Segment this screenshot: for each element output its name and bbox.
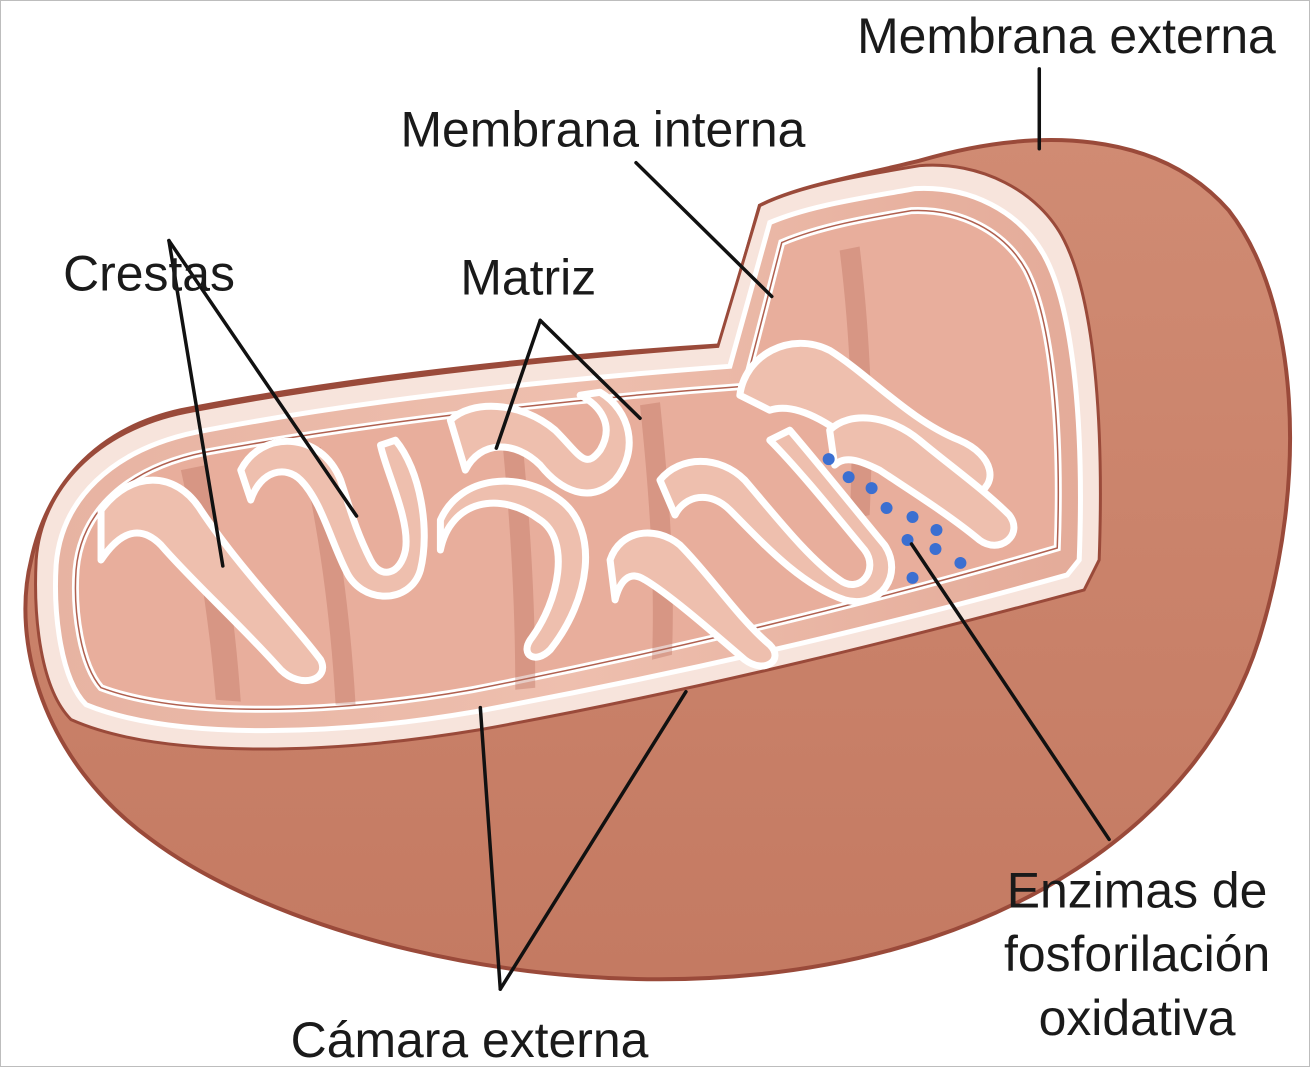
label-matrix: Matriz xyxy=(460,249,596,305)
label-outer-chamber: Cámara externa xyxy=(291,1012,649,1067)
label-inner-membrane: Membrana interna xyxy=(400,102,805,158)
label-enzymes-line2: fosforilación xyxy=(1004,926,1270,982)
label-outer-membrane: Membrana externa xyxy=(857,8,1276,64)
label-enzymes-line3: oxidativa xyxy=(1039,990,1236,1046)
label-enzymes-line1: Enzimas de xyxy=(1007,862,1268,918)
label-cristae: Crestas xyxy=(63,245,235,301)
